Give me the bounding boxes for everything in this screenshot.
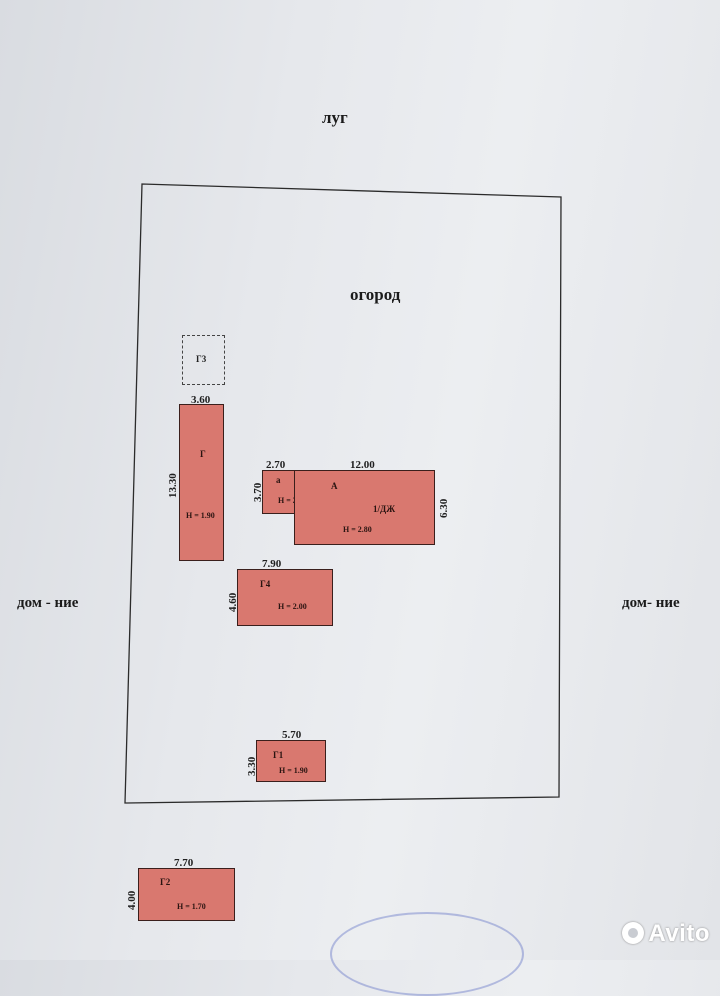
building-a-width: 12.00 [350, 459, 375, 471]
building-a-use: 1/ДЖ [373, 504, 396, 514]
building-g-width: 3.60 [191, 394, 211, 406]
building-g3-name: Г3 [196, 354, 207, 364]
building-g2-height: Н = 1.70 [177, 902, 206, 911]
label-household-right: дом- ние [622, 595, 680, 611]
building-g2-depth: 4.00 [126, 890, 138, 910]
building-g2: Г2 Н = 1.70 [138, 868, 235, 921]
stamp-mark [330, 912, 524, 996]
plot-boundary [124, 183, 562, 804]
building-g1-width: 5.70 [282, 729, 302, 741]
building-g1-name: Г1 [273, 750, 284, 760]
building-a: А 1/ДЖ Н = 2.80 [294, 470, 435, 545]
building-g4: Г4 Н = 2.00 [237, 569, 333, 626]
plot-boundary-layer [124, 183, 562, 804]
label-household-left: дом - ние [17, 595, 79, 611]
building-g4-width: 7.90 [262, 558, 282, 570]
building-a-depth: 6.30 [438, 498, 450, 518]
building-a-ext-width: 2.70 [266, 459, 286, 471]
building-a-ext-height: Н = 2.20 [278, 496, 307, 505]
building-g3-dashed: Г3 [182, 335, 225, 385]
building-g: Г Н = 1.90 [179, 404, 224, 561]
building-a-ext-name: а [276, 475, 281, 485]
building-g-name: Г [200, 449, 206, 459]
label-garden: огород [350, 285, 401, 304]
label-meadow: луг [322, 108, 348, 127]
watermark-text: Avito [648, 920, 710, 947]
building-a-ext: а Н = 2.20 [262, 470, 307, 514]
building-a-name: А [331, 481, 338, 491]
watermark: Avito [622, 920, 710, 948]
building-g1-height: Н = 1.90 [279, 766, 308, 775]
building-g-length: 13.30 [167, 473, 179, 498]
building-a-height: Н = 2.80 [343, 525, 372, 534]
avito-logo-icon [622, 922, 645, 944]
building-g2-width: 7.70 [174, 857, 194, 869]
building-g4-name: Г4 [260, 579, 271, 589]
building-g2-name: Г2 [160, 877, 171, 887]
building-g-height: Н = 1.90 [186, 511, 215, 520]
building-g1: Г1 Н = 1.90 [256, 740, 326, 782]
building-g4-height: Н = 2.00 [278, 602, 307, 611]
